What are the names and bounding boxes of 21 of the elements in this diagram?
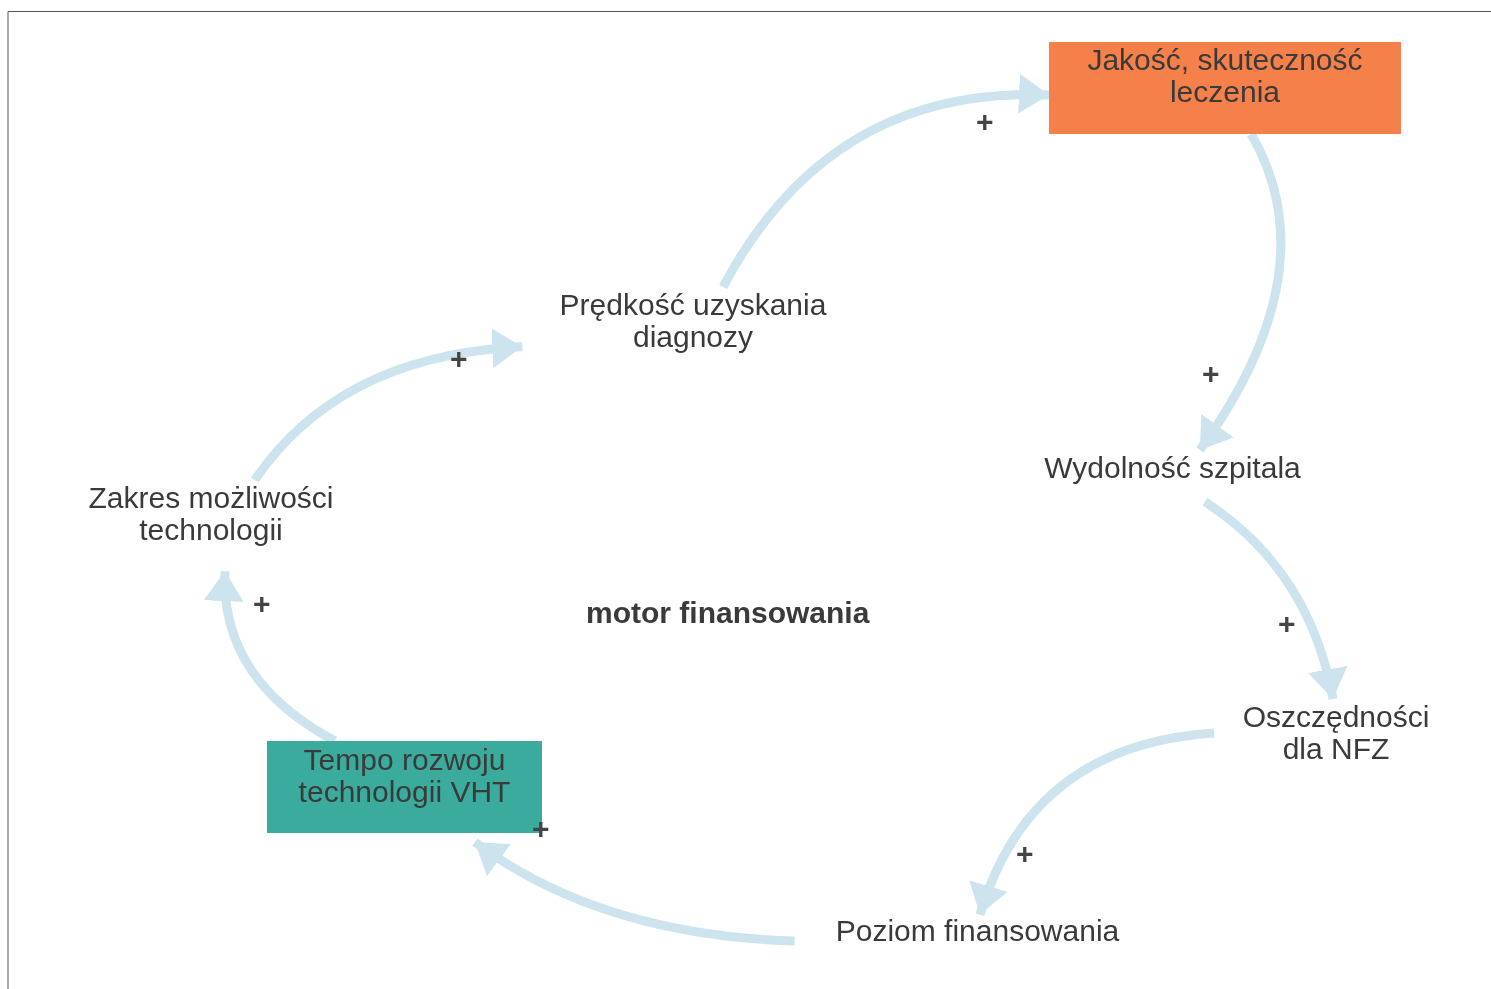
node-label: Zakres możliwości technologii [87,482,335,546]
curved-arrow [970,728,1215,917]
process-box [1049,42,1401,134]
edge-label: + [1016,842,1034,866]
node-label: Oszczędności dla NFZ [1241,701,1431,765]
edge-label: + [1202,362,1220,386]
edge-label: + [532,817,550,841]
edge-label: + [976,110,994,134]
node-label: Tempo rozwoju technologii VHT [297,744,512,808]
curved-arrow [719,74,1050,290]
edge-label: + [450,347,468,371]
node-label: Prędkość uzyskania diagnozy [558,289,828,353]
node-label: Poziom finansowania [835,915,1120,947]
loop-label: motor finansowania [586,596,870,630]
curved-arrow [1202,498,1347,700]
curved-arrow [251,329,523,483]
curved-arrow [472,838,795,946]
edge-label: + [253,592,271,616]
node-label: Jakość, skuteczność leczenia [1086,44,1364,108]
node-label: Wydolność szpitala [1044,452,1301,484]
edge-label: + [1278,612,1296,636]
